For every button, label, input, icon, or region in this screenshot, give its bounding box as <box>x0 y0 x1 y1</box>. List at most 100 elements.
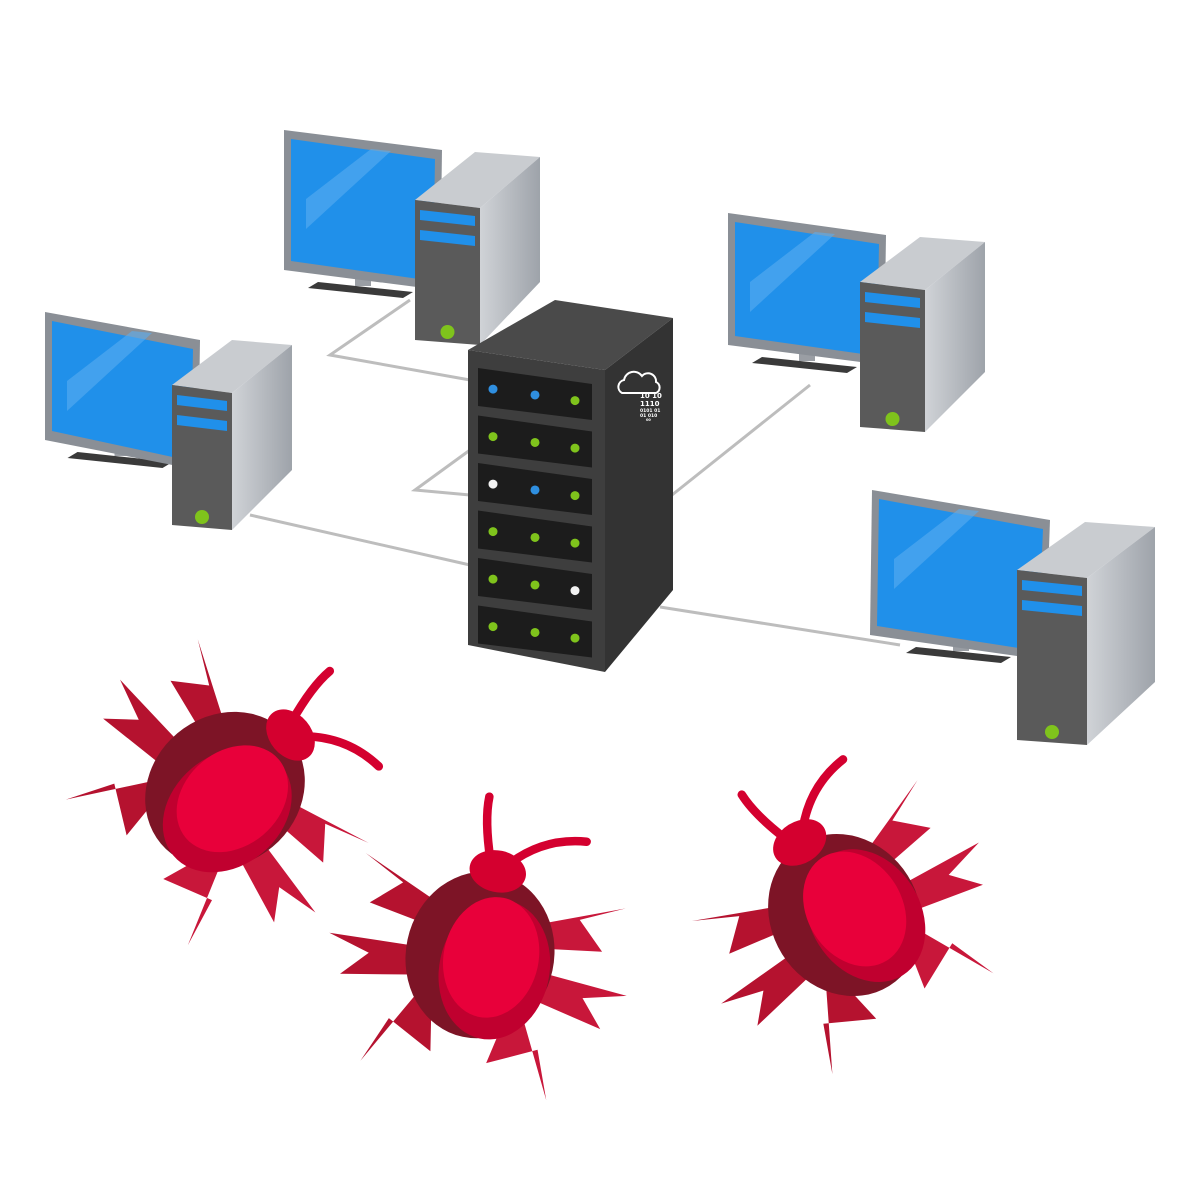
monitor-stand-base <box>752 357 857 373</box>
tower-side <box>925 242 985 432</box>
bug-body-highlight <box>176 745 289 853</box>
cable-right-bottom-computer <box>659 605 901 647</box>
tower-side <box>232 345 292 530</box>
status-led <box>488 574 498 584</box>
binary-line-3: 0101 01 <box>640 408 660 414</box>
server-rack-unit <box>478 510 592 563</box>
status-led <box>488 622 498 632</box>
bug-leg <box>721 955 810 1026</box>
malware-bug-3 <box>691 755 994 1075</box>
monitor-screen <box>52 321 193 461</box>
bug-head <box>469 850 526 893</box>
drive-bay <box>1022 580 1082 596</box>
malware-bug-2 <box>329 792 627 1101</box>
cable-middle <box>410 448 471 497</box>
bug-antenna <box>299 731 384 771</box>
bug-leg <box>691 906 785 954</box>
server-side <box>605 318 673 672</box>
binary-line-4: 01 010 <box>640 413 657 419</box>
binary-line-5: 00 <box>646 418 651 422</box>
status-led <box>530 437 540 447</box>
server-top <box>468 300 673 370</box>
status-led <box>530 390 540 400</box>
bug-leg <box>103 679 178 764</box>
drive-bay <box>420 230 475 246</box>
screen-glare <box>306 149 391 229</box>
power-button <box>440 325 455 339</box>
drive-bay <box>865 312 920 328</box>
bug-leg <box>905 842 983 910</box>
status-led <box>570 396 580 406</box>
bug-leg <box>534 973 627 1030</box>
computer-2 <box>45 312 292 530</box>
monitor-stand-base <box>308 282 413 298</box>
status-led <box>488 432 498 442</box>
screen-glare <box>67 331 152 411</box>
status-led <box>488 527 498 537</box>
bug-head <box>266 709 315 761</box>
status-led <box>530 485 540 495</box>
monitor-screen <box>735 222 879 356</box>
drive-bay <box>177 395 227 411</box>
cable-right-top-computer <box>671 383 811 497</box>
computer-3 <box>728 213 985 432</box>
power-button <box>1045 725 1059 739</box>
status-led <box>570 491 580 501</box>
bug-body-highlight <box>803 851 907 967</box>
tower-top <box>415 152 540 208</box>
bug-leg <box>170 639 225 733</box>
status-led <box>570 633 580 643</box>
malware-bug-1 <box>65 639 384 946</box>
screen-glare <box>894 509 979 589</box>
status-led <box>530 580 540 590</box>
status-led <box>570 538 580 548</box>
bug-leg <box>163 859 223 946</box>
server-rack-unit <box>478 558 592 610</box>
cloud-icon <box>617 370 661 394</box>
bug-leg <box>277 802 369 863</box>
bug-leg <box>360 990 432 1061</box>
tower-top <box>1017 522 1155 578</box>
bug-leg <box>329 932 413 975</box>
network-cables <box>249 298 901 647</box>
server-rack-unit <box>478 463 592 515</box>
drive-bay <box>865 292 920 308</box>
tower-side <box>480 157 540 345</box>
tower-front <box>1017 570 1087 745</box>
bug-leg <box>909 927 994 989</box>
drive-bay <box>420 210 475 226</box>
bug-leg <box>365 853 438 925</box>
monitor-screen <box>877 499 1043 651</box>
status-led <box>570 443 580 453</box>
server-rack-unit <box>478 415 592 468</box>
power-button <box>885 412 900 426</box>
drive-bay <box>1022 600 1082 616</box>
status-led <box>530 532 540 542</box>
bug-leg <box>239 845 316 923</box>
bug-leg <box>65 780 156 836</box>
power-button <box>195 510 209 524</box>
bug-head <box>773 819 827 866</box>
cable-top-computer <box>326 298 471 382</box>
screen-glare <box>750 232 835 312</box>
binary-line-1: 10 10 <box>640 392 662 400</box>
status-led <box>530 627 540 637</box>
tower-top <box>860 237 985 290</box>
bug-leg <box>539 908 626 952</box>
bug-antenna <box>798 755 848 834</box>
server-rack: 10 10 1110 0101 01 01 010 00 <box>468 300 673 672</box>
binary-line-2: 1110 <box>640 400 660 408</box>
computer-1 <box>284 130 540 345</box>
computer-4 <box>870 490 1155 745</box>
monitor-screen <box>291 139 435 281</box>
bug-leg <box>823 982 877 1075</box>
drive-bay <box>177 415 227 431</box>
server-logo: 10 10 1110 0101 01 01 010 00 <box>617 370 662 422</box>
cable-left-computer <box>249 513 471 567</box>
tower-top <box>172 340 292 393</box>
status-led <box>488 384 498 394</box>
server-rack-unit <box>478 605 592 658</box>
status-led <box>488 479 498 489</box>
server-rack-unit <box>478 368 592 420</box>
